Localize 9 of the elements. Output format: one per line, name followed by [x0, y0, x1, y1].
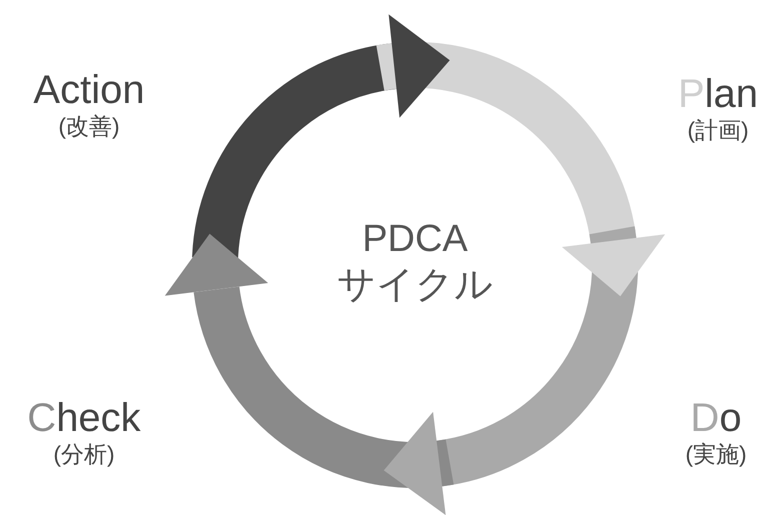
step-label: Check [26, 396, 142, 440]
step-subtitle: (計画) [686, 116, 750, 144]
step-subtitle: (実施) [684, 440, 748, 468]
step-label: Action [32, 68, 146, 112]
step-subtitle: (改善) [57, 112, 121, 140]
step-label: Plan [676, 72, 760, 116]
step-subtitle: (分析) [52, 440, 116, 468]
center-title: PDCA サイクル [336, 217, 494, 308]
step-label: Do [689, 396, 743, 440]
